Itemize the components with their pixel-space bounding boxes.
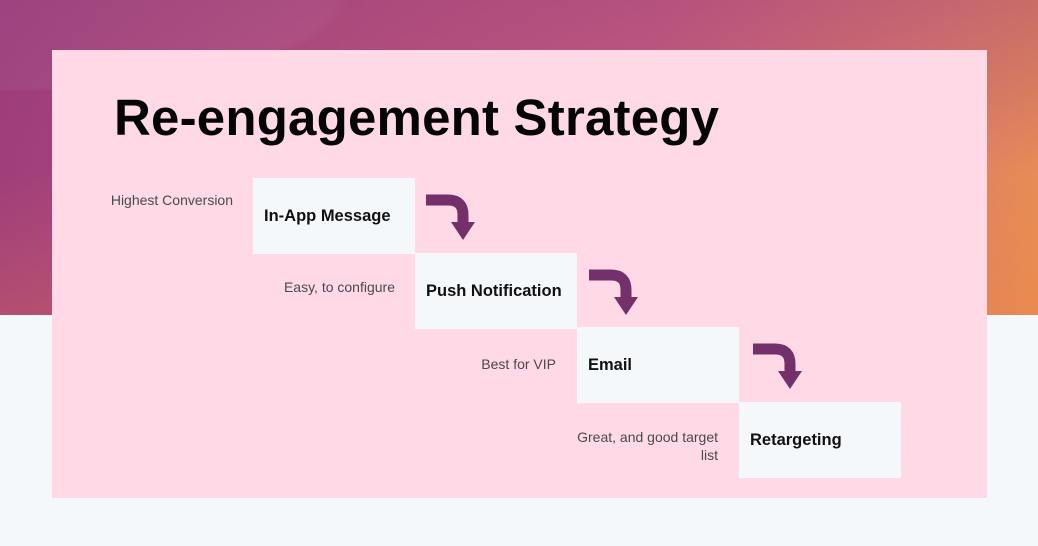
- step-note-2: Easy, to configure: [283, 279, 395, 295]
- step-note-3: Best for VIP: [481, 356, 556, 372]
- step-label-2: Push Notification: [426, 282, 562, 300]
- step-box-1: In-App Message: [253, 178, 415, 254]
- step-label-4: Retargeting: [750, 431, 842, 449]
- curved-down-arrow-icon: [589, 269, 638, 315]
- step-note-4: Great, and good target list: [577, 429, 718, 463]
- step-box-2: Push Notification: [415, 253, 577, 329]
- slide-title: Re-engagement Strategy: [114, 89, 720, 146]
- step-box-3: Email: [577, 327, 739, 403]
- curved-down-arrow-icon: [753, 343, 802, 389]
- step-label-1: In-App Message: [264, 207, 391, 225]
- curved-down-arrow-icon: [426, 194, 475, 240]
- step-label-3: Email: [588, 356, 633, 374]
- step-note-1: Highest Conversion: [110, 192, 233, 208]
- step-box-4: Retargeting: [739, 402, 901, 478]
